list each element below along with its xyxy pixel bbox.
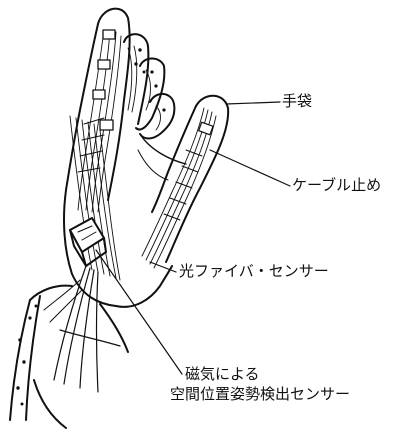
leader-glove: [226, 102, 280, 104]
thumb: [142, 96, 228, 268]
leader-magnetic-sensor: [96, 250, 182, 374]
leader-cable-clip: [210, 150, 290, 186]
index-finger: [66, 9, 130, 212]
label-magnetic-sensor-line2: 空間位置姿勢検出センサー: [170, 387, 350, 402]
little-finger: [140, 94, 174, 139]
label-cable-clip: ケーブル止め: [292, 178, 381, 193]
label-glove: 手袋: [282, 94, 312, 109]
label-optical-fiber-sensor: 光ファイバ・センサー: [179, 264, 329, 279]
label-magnetic-sensor-line1: 磁気による: [185, 367, 260, 382]
magnetic-sensor-block: [70, 218, 106, 266]
